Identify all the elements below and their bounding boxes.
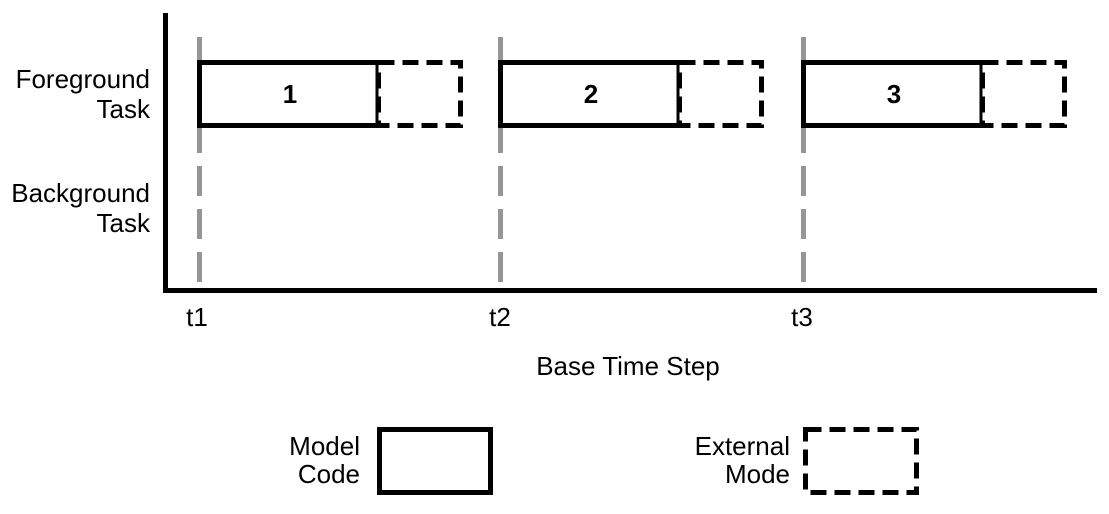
row-label-foreground-line2: Task [97, 94, 151, 124]
legend-external-mode-swatch [803, 427, 919, 495]
task-number-label-2: 2 [584, 79, 598, 109]
timestep-group-1: 1 [197, 60, 463, 128]
external-mode-box-3 [980, 60, 1067, 128]
row-label-background-line2: Task [97, 208, 151, 238]
model-code-box-2 [498, 60, 682, 128]
legend-model-code-swatch [377, 427, 493, 495]
row-label-background-line1: Background [11, 178, 150, 208]
external-mode-box-1 [376, 60, 463, 128]
timestep-group-3: 3 [801, 60, 1067, 128]
legend-external-mode-label-line2: Mode [725, 459, 790, 489]
tick-label-t1: t1 [186, 302, 208, 332]
timestep-group-2: 2 [498, 60, 764, 128]
legend-external-mode-label-line1: External [695, 431, 790, 461]
legend-model-code-label-line1: Model [289, 431, 360, 461]
tick-label-t3: t3 [791, 302, 813, 332]
tick-label-t2: t2 [489, 302, 511, 332]
model-code-box-1 [197, 60, 381, 128]
task-number-label-3: 3 [887, 79, 901, 109]
model-code-box-3 [801, 60, 985, 128]
task-number-label-1: 1 [283, 79, 297, 109]
row-label-foreground-line1: Foreground [16, 64, 150, 94]
legend-model-code-label-line2: Code [298, 459, 360, 489]
x-axis-title: Base Time Step [536, 351, 720, 381]
legend: Model Code External Mode [289, 427, 919, 495]
external-mode-box-2 [677, 60, 764, 128]
